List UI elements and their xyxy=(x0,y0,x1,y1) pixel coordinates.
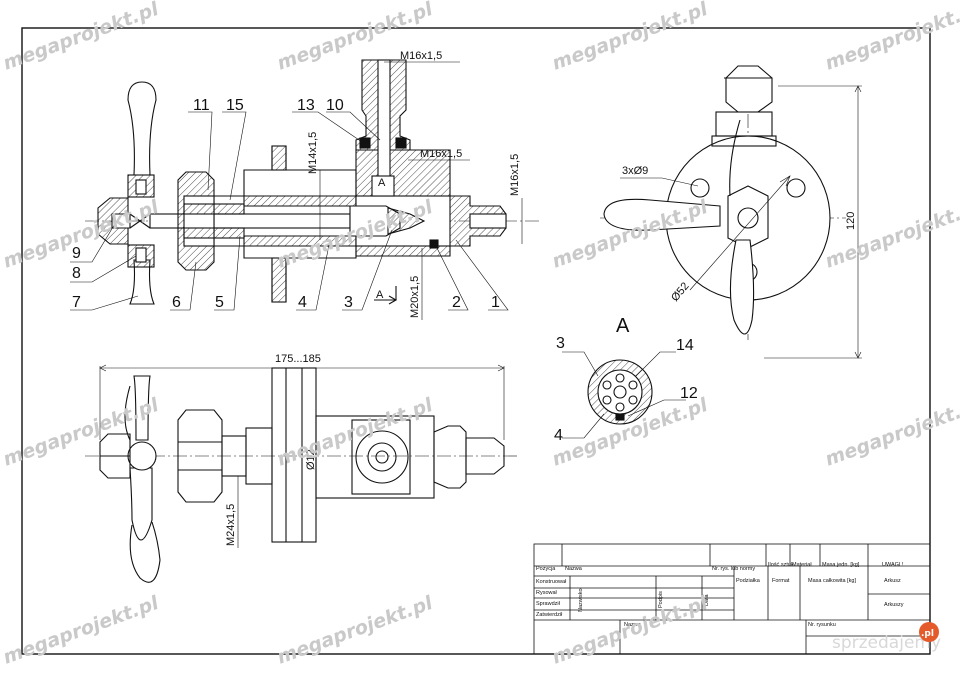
dim-dia-52: Ø52 xyxy=(669,280,692,304)
detail-callout-4: 4 xyxy=(554,427,563,444)
watermark: megaprojekt.pl xyxy=(822,196,960,273)
callout-11: 11 xyxy=(193,97,210,114)
dim-m14: M14x1,5 xyxy=(307,132,319,174)
detail-callouts: 3 14 12 4 xyxy=(554,335,698,444)
tb-format: Format xyxy=(772,578,790,584)
front-view-labels: 175...185 Ø12 M24x1,5 xyxy=(99,353,505,548)
callout-3: 3 xyxy=(344,294,353,311)
side-view xyxy=(600,65,862,359)
section-view-labels: A A M16x1,5 M16x1,5 M16x1,5 M14x1,5 M20x… xyxy=(70,50,523,320)
callout-8: 8 xyxy=(72,265,81,282)
tb-podzialka: Podziałka xyxy=(736,578,761,584)
dim-holes: 3xØ9 xyxy=(622,165,648,177)
view-a-mark: A xyxy=(378,177,386,189)
tb-col-podpis: Podpis xyxy=(658,591,664,608)
dim-length: 175...185 xyxy=(275,353,321,365)
watermark: megaprojekt.pl xyxy=(0,0,162,75)
detail-callout-3: 3 xyxy=(556,335,565,352)
dim-height-120: 120 xyxy=(845,212,857,230)
callout-2: 2 xyxy=(452,294,461,311)
tb-arkuszy: Arkuszy xyxy=(884,602,904,608)
tb-col-data: Data xyxy=(704,593,710,606)
dim-dia-12: Ø12 xyxy=(305,449,317,470)
dim-m20: M20x1,5 xyxy=(409,276,421,318)
tb-material: Materiał xyxy=(792,562,812,568)
callout-9: 9 xyxy=(72,245,81,262)
sprzedajemy-logo: sprzedajemy .pl xyxy=(832,622,941,653)
tb-pozycja: Pozycja xyxy=(536,566,556,572)
watermark: megaprojekt.pl xyxy=(274,592,436,669)
tb-masa-jedn: Masa jedn. [kg] xyxy=(822,562,860,568)
tb-zatwierdzil: Zatwierdził xyxy=(536,612,563,618)
callout-5: 5 xyxy=(215,294,224,311)
tb-nazwa: Nazwa xyxy=(624,622,642,628)
title-block: Pozycja Nazwa Nr. rys. lub normy Ilość s… xyxy=(533,543,931,655)
watermark: megaprojekt.pl xyxy=(822,394,960,471)
sheet-border xyxy=(21,27,931,655)
tb-sprawdzil: Sprawdził xyxy=(536,601,561,607)
front-view xyxy=(85,367,520,583)
tb-ilosc: Ilość sztuk xyxy=(768,562,794,568)
callout-15: 15 xyxy=(226,97,244,114)
tb-nr-rysunku: Nr. rysunku xyxy=(808,622,836,628)
brand-name: sprzedajemy xyxy=(832,633,941,653)
watermark: megaprojekt.pl xyxy=(0,592,162,669)
watermark: megaprojekt.pl xyxy=(274,394,436,471)
brand-badge: .pl xyxy=(921,629,934,639)
detail-title: A xyxy=(616,315,630,337)
dim-m24: M24x1,5 xyxy=(225,504,237,546)
callout-6: 6 xyxy=(172,294,181,311)
callout-4: 4 xyxy=(298,294,307,311)
detail-callout-12: 12 xyxy=(680,385,698,402)
tb-col-nazwisko: Nazwisko xyxy=(578,588,584,612)
tb-uwagi: UWAGI ! xyxy=(882,562,904,568)
tb-nr-rys: Nr. rys. lub normy xyxy=(712,566,755,572)
dim-m16-right: M16x1,5 xyxy=(509,154,521,196)
brand-badge-circle xyxy=(919,622,939,642)
callout-7: 7 xyxy=(72,294,81,311)
detail-view-a: A xyxy=(562,315,686,439)
callout-10: 10 xyxy=(326,97,344,114)
dim-m16-side: M16x1,5 xyxy=(420,148,462,160)
watermark: megaprojekt.pl xyxy=(549,0,711,75)
watermark: megaprojekt.pl xyxy=(549,592,711,669)
tb-rysowal: Rysował xyxy=(536,590,558,596)
callout-1: 1 xyxy=(491,294,500,311)
watermark: megaprojekt.pl xyxy=(822,0,960,75)
dim-m16-top: M16x1,5 xyxy=(400,50,442,62)
watermark: megaprojekt.pl xyxy=(274,0,436,75)
tb-masa-calkowita: Masa całkowita [kg] xyxy=(808,578,856,584)
tb-nazwa-header: Nazwa xyxy=(565,566,583,572)
callout-13: 13 xyxy=(297,97,315,114)
tb-arkusz: Arkusz xyxy=(884,578,901,584)
section-view xyxy=(85,59,540,305)
tb-konstruowal: Konstruował xyxy=(536,579,567,585)
section-a-mark: A xyxy=(376,289,384,301)
detail-callout-14: 14 xyxy=(676,337,694,354)
